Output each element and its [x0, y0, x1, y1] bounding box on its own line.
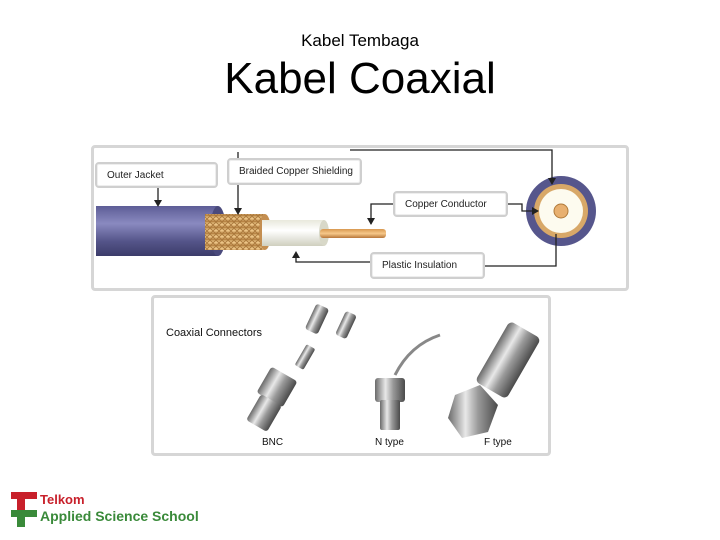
braid-shape — [205, 214, 265, 250]
n-type-connector-illustration — [375, 335, 440, 430]
callout-copper-conductor-label: Copper Conductor — [405, 199, 487, 210]
bnc-connector-illustration — [246, 303, 357, 432]
connector-label-f-type: F type — [484, 437, 512, 448]
logo-line2: Applied Science School — [40, 508, 199, 524]
f-type-connector-illustration — [448, 321, 541, 438]
callout-plastic-insulation-label: Plastic Insulation — [382, 260, 457, 271]
outer-jacket-shape — [96, 206, 218, 256]
insulation-shape — [262, 220, 324, 246]
callout-outer-jacket-label: Outer Jacket — [107, 170, 164, 181]
telkom-logo-mark — [11, 492, 37, 527]
callout-copper-conductor: Copper Conductor — [393, 191, 508, 217]
conductor-shape — [320, 229, 386, 238]
connector-label-n-type: N type — [375, 437, 404, 448]
logo-line1: Telkom — [40, 492, 85, 507]
callout-braided-shielding-label: Braided Copper Shielding — [239, 166, 353, 177]
coax-cable-illustration — [96, 206, 386, 256]
connectors-title: Coaxial Connectors — [166, 327, 262, 339]
callout-outer-jacket: Outer Jacket — [95, 162, 218, 188]
connector-label-bnc: BNC — [262, 437, 283, 448]
callout-plastic-insulation: Plastic Insulation — [370, 252, 485, 279]
callout-braided-shielding: Braided Copper Shielding — [227, 158, 362, 185]
